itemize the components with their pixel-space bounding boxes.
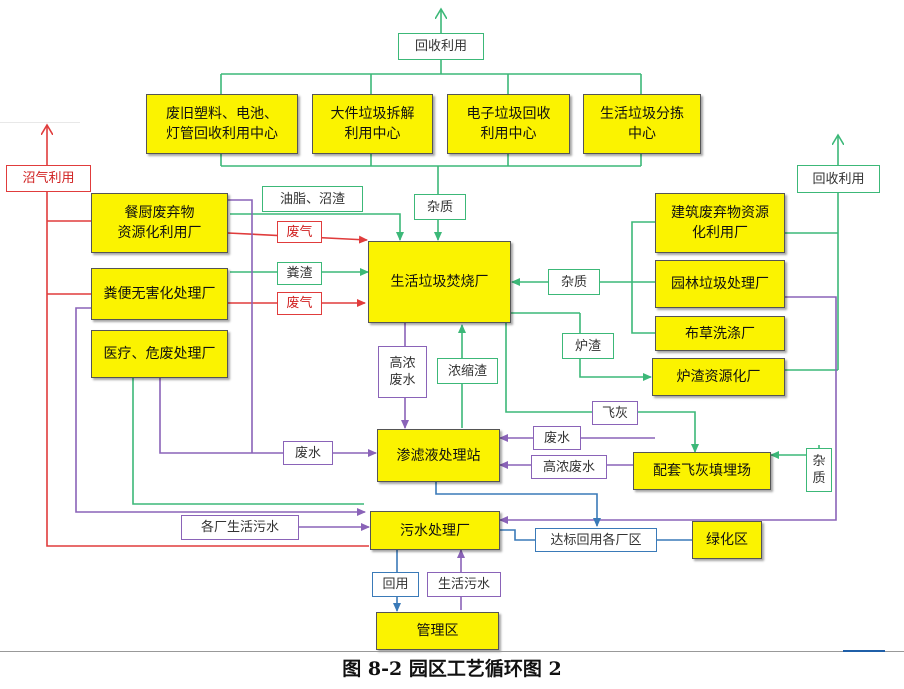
green-area: 绿化区 xyxy=(692,521,762,559)
sorting-center: 生活垃圾分拣 中心 xyxy=(583,94,701,154)
impurity-label-top: 杂质 xyxy=(414,194,466,220)
oil-residue-label: 油脂、沼渣 xyxy=(262,186,363,212)
concentrate-residue-label: 浓缩渣 xyxy=(437,358,498,384)
domestic-sewage-label: 生活污水 xyxy=(427,572,501,597)
recycle-label-right: 回收利用 xyxy=(797,165,880,193)
fly-ash-label: 飞灰 xyxy=(592,401,638,425)
garden-waste-plant: 园林垃圾处理厂 xyxy=(655,260,785,308)
impurity-label-right: 杂 质 xyxy=(806,448,832,492)
impurity-label-mid: 杂质 xyxy=(548,269,600,295)
bulky-waste-center: 大件垃圾拆解 利用中心 xyxy=(312,94,433,154)
factory-sewage-label: 各厂生活污水 xyxy=(181,515,299,540)
incineration-plant: 生活垃圾焚烧厂 xyxy=(368,241,511,323)
construction-waste-plant: 建筑废弃物资源 化利用厂 xyxy=(655,193,785,253)
plastics-recycling-center: 废旧塑料、电池、 灯管回收利用中心 xyxy=(146,94,298,154)
high-conc-wastewater-label-2: 高浓废水 xyxy=(531,455,607,479)
kitchen-waste-plant: 餐厨废弃物 资源化利用厂 xyxy=(91,193,228,253)
waste-gas-label-2: 废气 xyxy=(277,292,322,315)
recycle-label-top: 回收利用 xyxy=(398,33,484,60)
management-area: 管理区 xyxy=(376,612,499,650)
reuse-standard-label: 达标回用各厂区 xyxy=(535,528,657,552)
figure-caption: 图 8-2 园区工艺循环图 2 xyxy=(342,658,562,680)
textile-washing-plant: 布草洗涤厂 xyxy=(655,316,785,351)
flyash-landfill: 配套飞灰填埋场 xyxy=(633,452,771,490)
ewaste-recycling-center: 电子垃圾回收 利用中心 xyxy=(447,94,570,154)
reuse-label: 回用 xyxy=(372,572,419,597)
high-conc-wastewater-label: 高浓 废水 xyxy=(378,346,427,398)
wastewater-label-right: 废水 xyxy=(533,426,581,450)
manure-treatment-plant: 粪便无害化处理厂 xyxy=(91,268,228,320)
manure-residue-label: 粪渣 xyxy=(277,262,322,285)
divider-line xyxy=(0,651,904,652)
furnace-slag-label: 炉渣 xyxy=(562,333,614,359)
accent-mark xyxy=(843,650,885,652)
waste-gas-label-1: 废气 xyxy=(277,221,322,243)
sewage-treatment-plant: 污水处理厂 xyxy=(370,511,500,550)
wastewater-label-left: 废水 xyxy=(283,441,333,465)
medical-hazardous-plant: 医疗、危废处理厂 xyxy=(91,330,228,378)
biogas-label: 沼气利用 xyxy=(6,165,91,192)
leachate-treatment-station: 渗滤液处理站 xyxy=(377,429,500,482)
decorative-line xyxy=(0,122,80,123)
slag-recycling-plant: 炉渣资源化厂 xyxy=(652,358,785,396)
